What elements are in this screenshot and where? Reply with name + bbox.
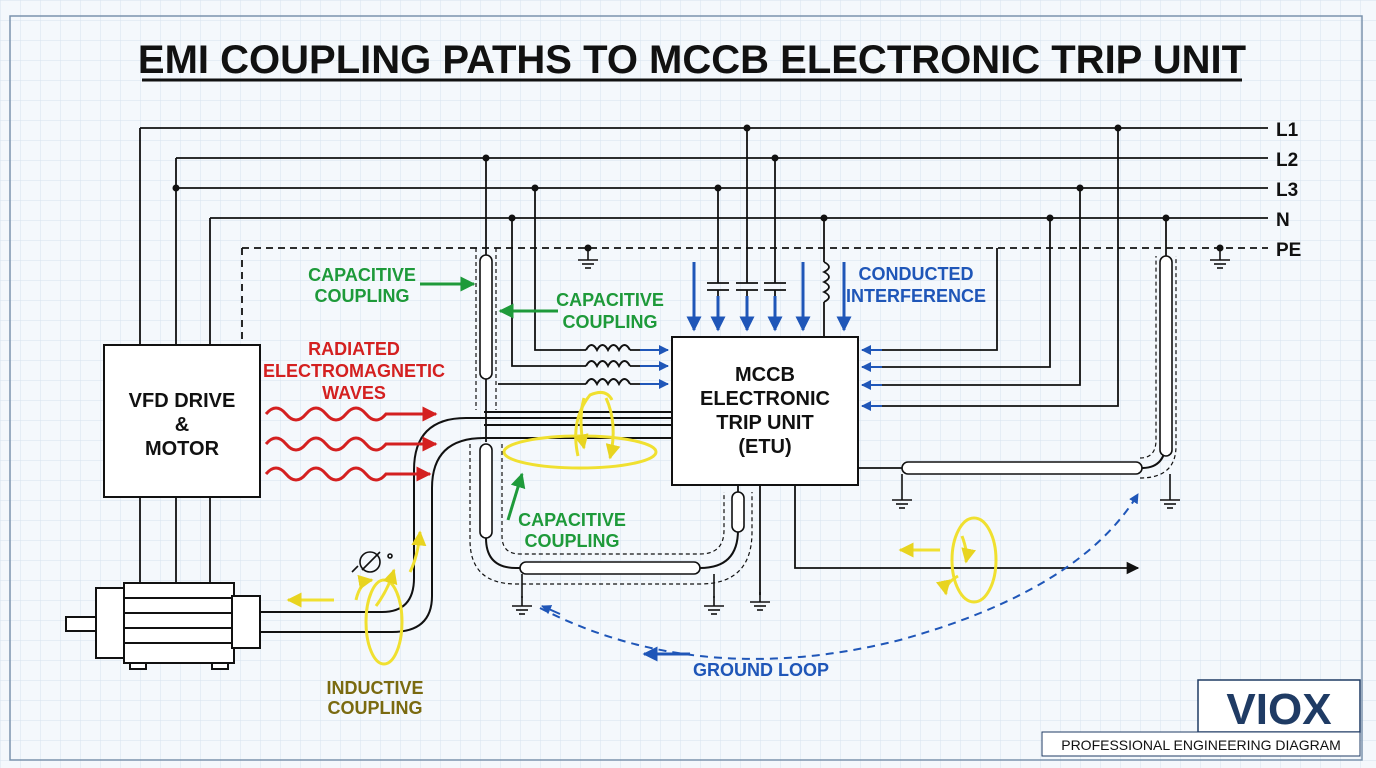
- capacitive-cylinder-top: [475, 158, 497, 412]
- diagram-title: EMI COUPLING PATHS TO MCCB ELECTRONIC TR…: [138, 38, 1246, 82]
- etu-block: [671, 336, 859, 486]
- inductor-coils: [585, 344, 631, 387]
- inductive-line1: INDUCTIVE: [326, 678, 423, 698]
- conducted-line1: CONDUCTED: [859, 264, 974, 284]
- logo-brand: VIOX: [1226, 685, 1331, 734]
- vfd-label-line3: MOTOR: [145, 438, 220, 460]
- vfd-drive-block: [103, 344, 261, 498]
- radiated-line3: WAVES: [322, 383, 386, 403]
- capacitive-left-line1: CAPACITIVE: [308, 265, 416, 285]
- frame-border: [9, 15, 1363, 761]
- motor-icon: [65, 582, 261, 670]
- vfd-label-line2: &: [175, 414, 189, 436]
- bus-label-l2: L2: [1276, 150, 1298, 171]
- bus-label-pe: PE: [1276, 240, 1301, 261]
- etu-label-line4: (ETU): [738, 436, 791, 458]
- radiated-line1: RADIATED: [308, 339, 400, 359]
- capacitive-bottom-line1: CAPACITIVE: [518, 510, 626, 530]
- bus-lines: [139, 127, 1268, 345]
- current-probe-icon: [351, 551, 393, 573]
- radiated-wave-arrows: [264, 406, 438, 482]
- logo-tagline: PROFESSIONAL ENGINEERING DIAGRAM: [1061, 737, 1341, 753]
- capacitive-right-line2: COUPLING: [562, 312, 657, 332]
- viox-logo: VIOX PROFESSIONAL ENGINEERING DIAGRAM: [1041, 679, 1361, 757]
- capacitive-left-line2: COUPLING: [314, 286, 409, 306]
- bus-label-n: N: [1276, 210, 1290, 231]
- radiated-line2: ELECTROMAGNETIC: [263, 361, 445, 381]
- capacitive-bottom-arrow: [506, 472, 526, 521]
- ground-loop-label: GROUND LOOP: [693, 660, 829, 680]
- bus-label-l1: L1: [1276, 120, 1299, 141]
- etu-label-line1: MCCB: [735, 364, 795, 386]
- ground-loop-path: [539, 493, 1139, 660]
- bus-label-l3: L3: [1276, 180, 1298, 201]
- capacitive-bottom-line2: COUPLING: [524, 531, 619, 551]
- inductive-loops: [286, 390, 998, 666]
- conducted-line2: INTERFERENCE: [846, 286, 986, 306]
- bottom-shielded-cable: [469, 412, 753, 598]
- motor-cable: [260, 411, 672, 633]
- capacitive-right-line1: CAPACITIVE: [556, 290, 664, 310]
- right-shielded-cable: [858, 218, 1177, 490]
- etu-label-line3: TRIP UNIT: [716, 412, 813, 434]
- inductive-line2: COUPLING: [327, 698, 422, 718]
- vfd-label-line1: VFD DRIVE: [129, 390, 236, 412]
- etu-label-line2: ELECTRONIC: [700, 388, 830, 410]
